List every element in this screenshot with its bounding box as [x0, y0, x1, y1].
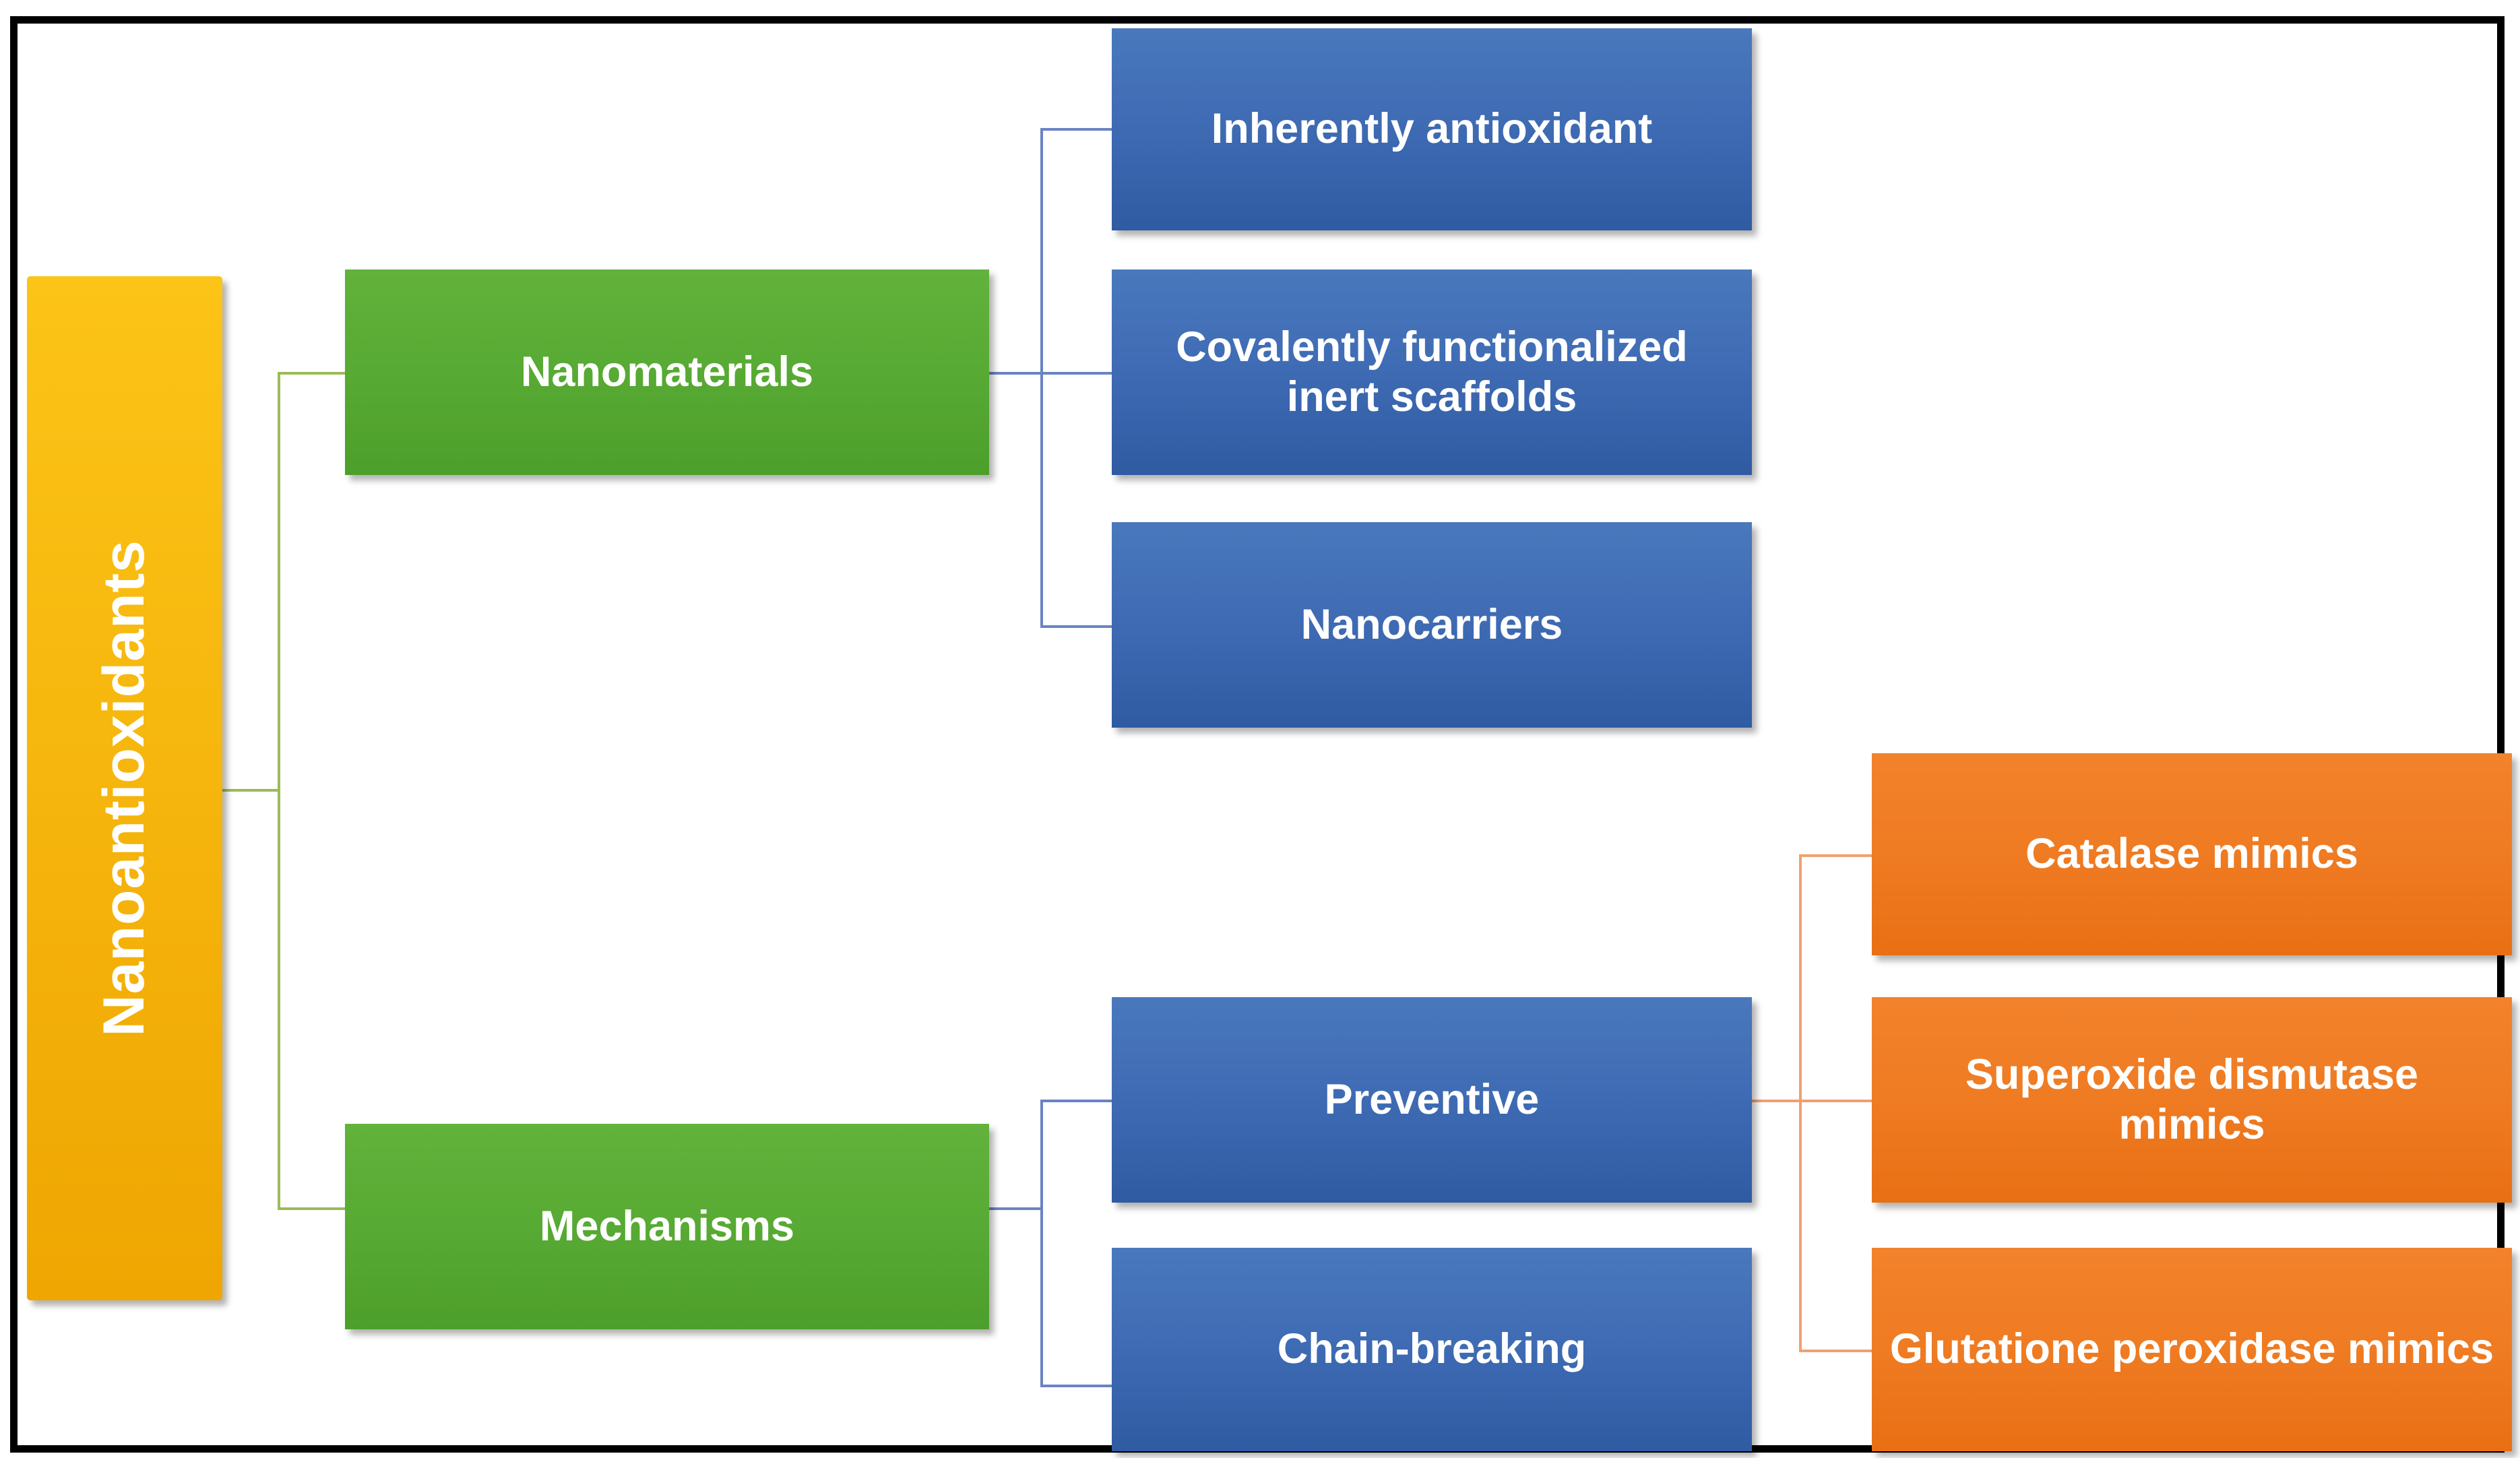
node-chain-breaking[interactable]: Chain-breaking	[1112, 1248, 1752, 1451]
connector-green-trunk-vertical	[278, 372, 280, 1209]
node-gpx-mimics-label: Glutatione peroxidase mimics	[1889, 1325, 2494, 1373]
node-root-nanoantioxidants[interactable]: Nanoantioxidants	[27, 276, 222, 1300]
connector-orange-trunk-vertical	[1799, 854, 1802, 1350]
node-inherently-antioxidant[interactable]: Inherently antioxidant	[1112, 28, 1752, 230]
node-chain-breaking-label: Chain-breaking	[1277, 1325, 1587, 1373]
connector-green-trunk-to-mechanisms	[278, 1207, 345, 1210]
connector-preventive-to-orange-trunk	[1746, 1100, 1800, 1102]
connector-blue-trunk-upper-vertical	[1040, 128, 1043, 627]
node-nanocarriers[interactable]: Nanocarriers	[1112, 522, 1752, 728]
node-inherently-antioxidant-label: Inherently antioxidant	[1211, 105, 1653, 153]
node-covalent-scaffolds-label: Covalently functionalized inert scaffold…	[1176, 323, 1688, 420]
connector-orange-trunk-to-catalase-mimics	[1799, 854, 1872, 857]
node-catalase-mimics-label: Catalase mimics	[2025, 830, 2358, 878]
node-preventive-label: Preventive	[1324, 1075, 1540, 1123]
connector-orange-trunk-to-gpx-mimics	[1799, 1350, 1872, 1352]
connector-mechanisms-to-blue-trunk	[989, 1207, 1042, 1210]
connector-nanomaterials-to-blue-trunk	[989, 372, 1042, 375]
connector-blue-trunk-to-covalent-scaffolds	[1040, 372, 1112, 375]
connector-blue-trunk-lower-vertical	[1040, 1100, 1043, 1387]
connector-blue-trunk-to-inherently-antioxidant	[1040, 128, 1112, 131]
node-catalase-mimics[interactable]: Catalase mimics	[1872, 753, 2512, 955]
connector-blue-trunk-to-nanocarriers	[1040, 625, 1112, 628]
node-nanomaterials[interactable]: Nanomaterials	[345, 270, 989, 475]
node-root-label: Nanoantioxidants	[92, 540, 157, 1037]
connector-blue-trunk-to-preventive	[1040, 1100, 1112, 1102]
connector-orange-trunk-to-sod-mimics	[1799, 1100, 1872, 1102]
connector-green-trunk-to-nanomaterials	[278, 372, 345, 375]
node-gpx-mimics[interactable]: Glutatione peroxidase mimics	[1872, 1248, 2512, 1451]
node-covalent-scaffolds[interactable]: Covalently functionalized inert scaffold…	[1112, 270, 1752, 475]
node-mechanisms-label: Mechanisms	[539, 1202, 795, 1250]
node-nanocarriers-label: Nanocarriers	[1300, 600, 1563, 648]
connector-blue-trunk-to-chain-breaking	[1040, 1385, 1112, 1387]
connector-root-to-green-trunk	[222, 789, 279, 792]
node-mechanisms[interactable]: Mechanisms	[345, 1124, 989, 1329]
node-nanomaterials-label: Nanomaterials	[520, 348, 814, 395]
node-sod-mimics[interactable]: Superoxide dismutase mimics	[1872, 997, 2512, 1203]
node-sod-mimics-label: Superoxide dismutase mimics	[1965, 1051, 2419, 1148]
node-preventive[interactable]: Preventive	[1112, 997, 1752, 1203]
